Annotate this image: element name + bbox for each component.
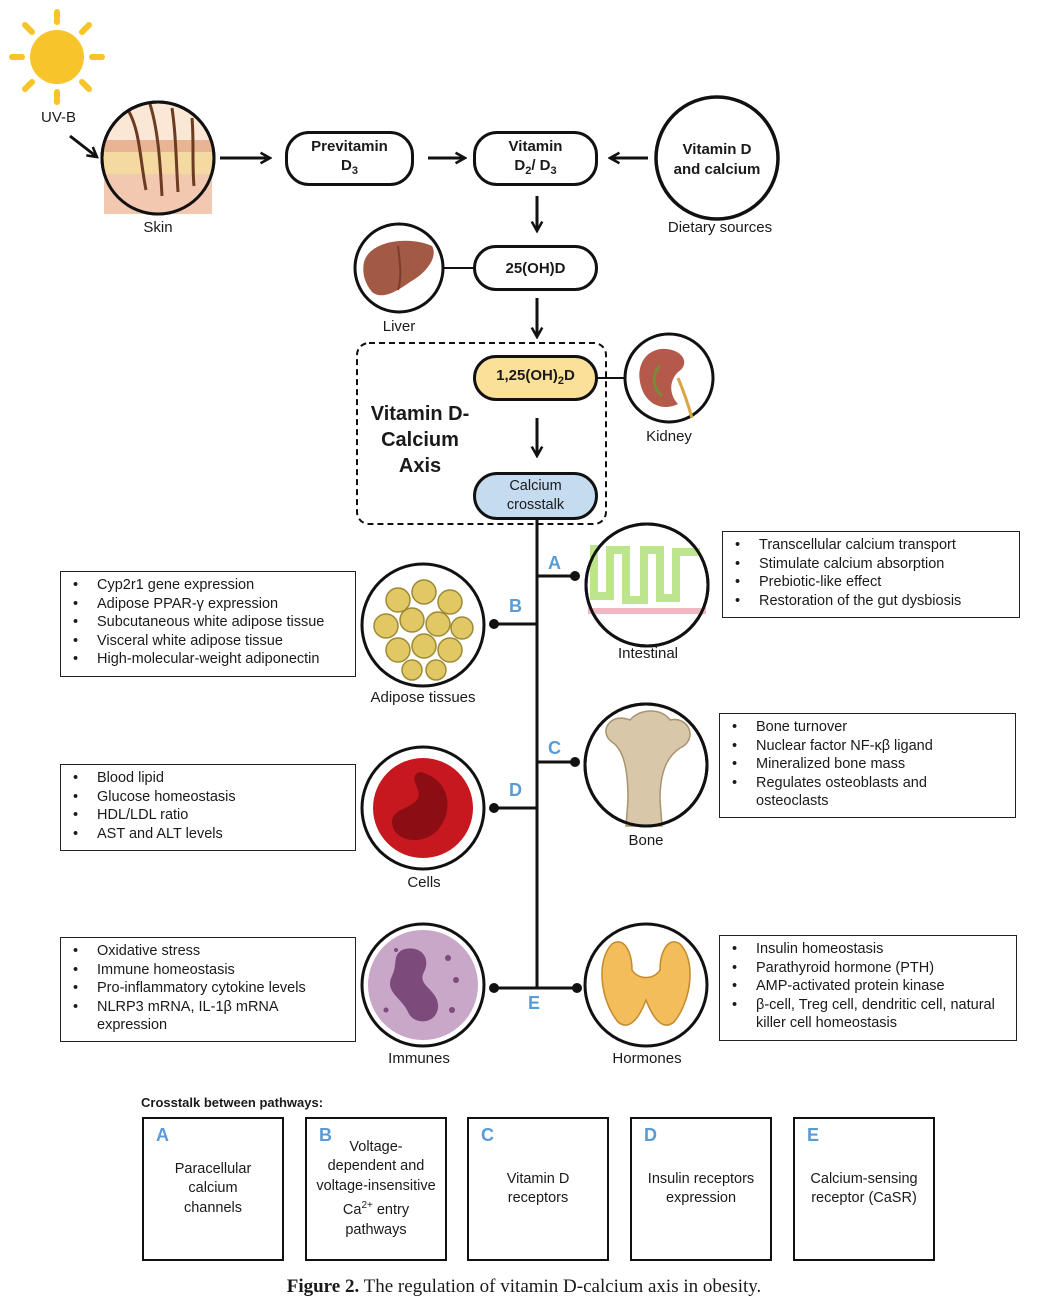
branch-letter-e: E [528, 993, 541, 1013]
skin-icon [100, 100, 216, 216]
effect-item: Parathyroid hormone (PTH) [730, 959, 1008, 978]
axis-title: Vitamin D- Calcium Axis [370, 403, 470, 477]
branch-letter-c: C [548, 738, 561, 758]
effect-item: NLRP3 mRNA, IL-1β mRNA expression [71, 998, 317, 1035]
effects-box-e-immune: Oxidative stress Immune homeostasis Pro-… [60, 937, 356, 1042]
bone-icon [583, 702, 709, 828]
crosstalk-title: Crosstalk between pathways: [141, 1095, 324, 1110]
intestine-icon [584, 522, 710, 648]
effect-item: Blood lipid [71, 769, 347, 788]
branch-letter-d: D [509, 780, 522, 800]
effects-box-b: Cyp2r1 gene expression Adipose PPAR-γ ex… [60, 571, 356, 677]
effect-item: Glucose homeostasis [71, 788, 347, 807]
immunes-caption: Immunes [388, 1050, 450, 1067]
effect-item: Pro-inflammatory cytokine levels [71, 979, 347, 998]
figure-caption: Figure 2. The regulation of vitamin D-ca… [286, 1276, 762, 1297]
previtamin-line1: Previtamin [311, 137, 388, 155]
red-blood-cell-icon [360, 745, 486, 871]
dietary-caption: Dietary sources [667, 219, 773, 236]
effect-item: Stimulate calcium absorption [733, 555, 1011, 574]
adipose-icon [360, 562, 486, 688]
effect-item: HDL/LDL ratio [71, 806, 347, 825]
intestinal-caption: Intestinal [617, 645, 679, 662]
effects-box-a: Transcellular calcium transport Stimulat… [722, 531, 1020, 618]
dietary-text: Vitamin D and calcium [673, 141, 761, 178]
crosstalk-box-c: C Vitamin D receptors [467, 1117, 609, 1261]
dietary-circle [654, 95, 780, 221]
effect-item: Cyp2r1 gene expression [71, 576, 347, 595]
skin-caption: Skin [143, 219, 173, 236]
effect-item: Insulin homeostasis [730, 940, 1008, 959]
crosstalk-box-b: B Voltage-dependent and voltage-insensit… [305, 1117, 447, 1261]
uvb-label: UV-B [41, 109, 77, 126]
effect-item: β-cell, Treg cell, dendritic cell, natur… [730, 996, 996, 1033]
effect-item: High-molecular-weight adiponectin [71, 650, 347, 669]
calcium-crosstalk-node: Calcium crosstalk [473, 472, 598, 520]
effect-item: Subcutaneous white adipose tissue [71, 613, 347, 632]
active-vitamin-d-node: 1,25(OH)2D [473, 355, 598, 401]
effect-item: Mineralized bone mass [730, 755, 1007, 774]
vitamin-d2-d3-node: Vitamin D2/ D3 [473, 131, 598, 186]
adipose-caption: Adipose tissues [370, 689, 476, 706]
crosstalk-box-d: D Insulin receptors expression [630, 1117, 772, 1261]
axis-dashed-box [356, 342, 607, 525]
liver-icon [353, 222, 445, 314]
effect-item: Oxidative stress [71, 942, 347, 961]
effect-item: AST and ALT levels [71, 825, 347, 844]
thyroid-icon [583, 922, 709, 1048]
branch-letter-b: B [509, 596, 522, 616]
crosstalk-box-e: E Calcium-sensing receptor (CaSR) [793, 1117, 935, 1261]
effect-item: Restoration of the gut dysbiosis [733, 592, 1011, 611]
immune-cell-icon [360, 922, 486, 1048]
previtamin-line2: D3 [341, 156, 358, 177]
vitamin-line1: Vitamin [508, 137, 563, 155]
hormones-caption: Hormones [612, 1050, 682, 1067]
effects-box-d: Blood lipid Glucose homeostasis HDL/LDL … [60, 764, 356, 851]
effect-item: Immune homeostasis [71, 961, 347, 980]
cells-caption: Cells [407, 874, 441, 891]
effect-item: Nuclear factor NF-κβ ligand [730, 737, 1007, 756]
effects-box-e-hormone: Insulin homeostasis Parathyroid hormone … [719, 935, 1017, 1041]
kidney-caption: Kidney [646, 428, 692, 445]
effect-item: Adipose PPAR-γ expression [71, 595, 347, 614]
effect-item: Bone turnover [730, 718, 1007, 737]
crosstalk-box-a: A Paracellular calcium channels [142, 1117, 284, 1261]
effect-item: Prebiotic-like effect [733, 573, 1011, 592]
sun-icon [9, 9, 105, 105]
liver-caption: Liver [382, 318, 416, 335]
previtamin-node: Previtamin D3 [285, 131, 414, 186]
kidney-icon [623, 332, 715, 424]
effect-item: AMP-activated protein kinase [730, 977, 1008, 996]
effects-box-c: Bone turnover Nuclear factor NF-κβ ligan… [719, 713, 1016, 818]
effect-item: Visceral white adipose tissue [71, 632, 347, 651]
branch-letter-a: A [548, 553, 561, 573]
bone-caption: Bone [628, 832, 664, 849]
effect-item: Regulates osteoblasts and osteoclasts [730, 774, 946, 811]
vitamin-line2: D2/ D3 [514, 156, 557, 177]
effect-item: Transcellular calcium transport [733, 536, 1011, 555]
hydroxy-node: 25(OH)D [473, 245, 598, 291]
